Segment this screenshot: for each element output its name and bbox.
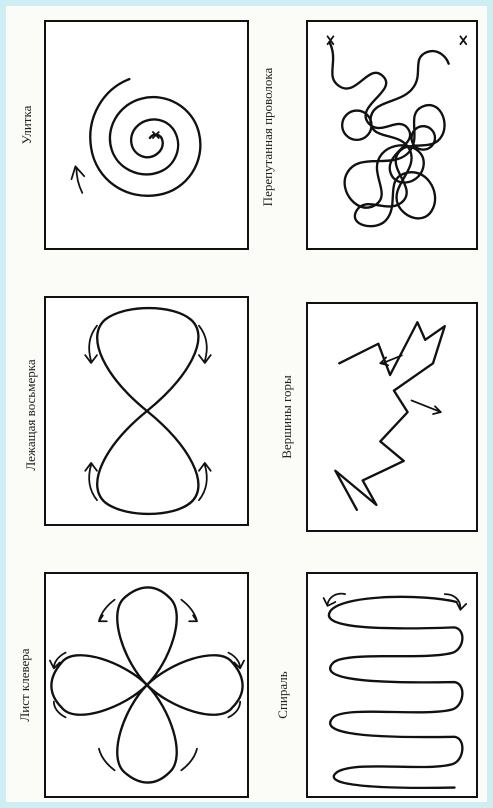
- label-tangled-wire: Перепутанная проволока: [260, 52, 278, 222]
- spiral-snail-icon: [46, 22, 247, 248]
- panel-mountain-peaks: [306, 302, 478, 532]
- label-snail: Улитка: [19, 75, 37, 175]
- coil-spiral-icon: [308, 574, 476, 796]
- panel-snail: [44, 20, 249, 250]
- panel-spiral: [306, 572, 478, 798]
- four-leaf-clover-icon: [46, 574, 247, 796]
- tangled-wire-icon: [308, 22, 476, 248]
- label-clover-leaf: Лист клевера: [17, 635, 35, 735]
- label-spiral: Спираль: [275, 655, 293, 735]
- panel-tangled-wire: [306, 20, 478, 250]
- label-lying-eight: Лежащая восьмерка: [23, 345, 41, 485]
- panel-lying-eight: [44, 296, 249, 526]
- label-mountain-peaks: Вершины горы: [279, 367, 297, 467]
- figure-eight-icon: [46, 298, 247, 524]
- panel-clover-leaf: [44, 572, 249, 798]
- exercise-sheet: Улитка Перепутанная проволока Лежащая во…: [6, 6, 487, 802]
- zigzag-peaks-icon: [308, 304, 476, 530]
